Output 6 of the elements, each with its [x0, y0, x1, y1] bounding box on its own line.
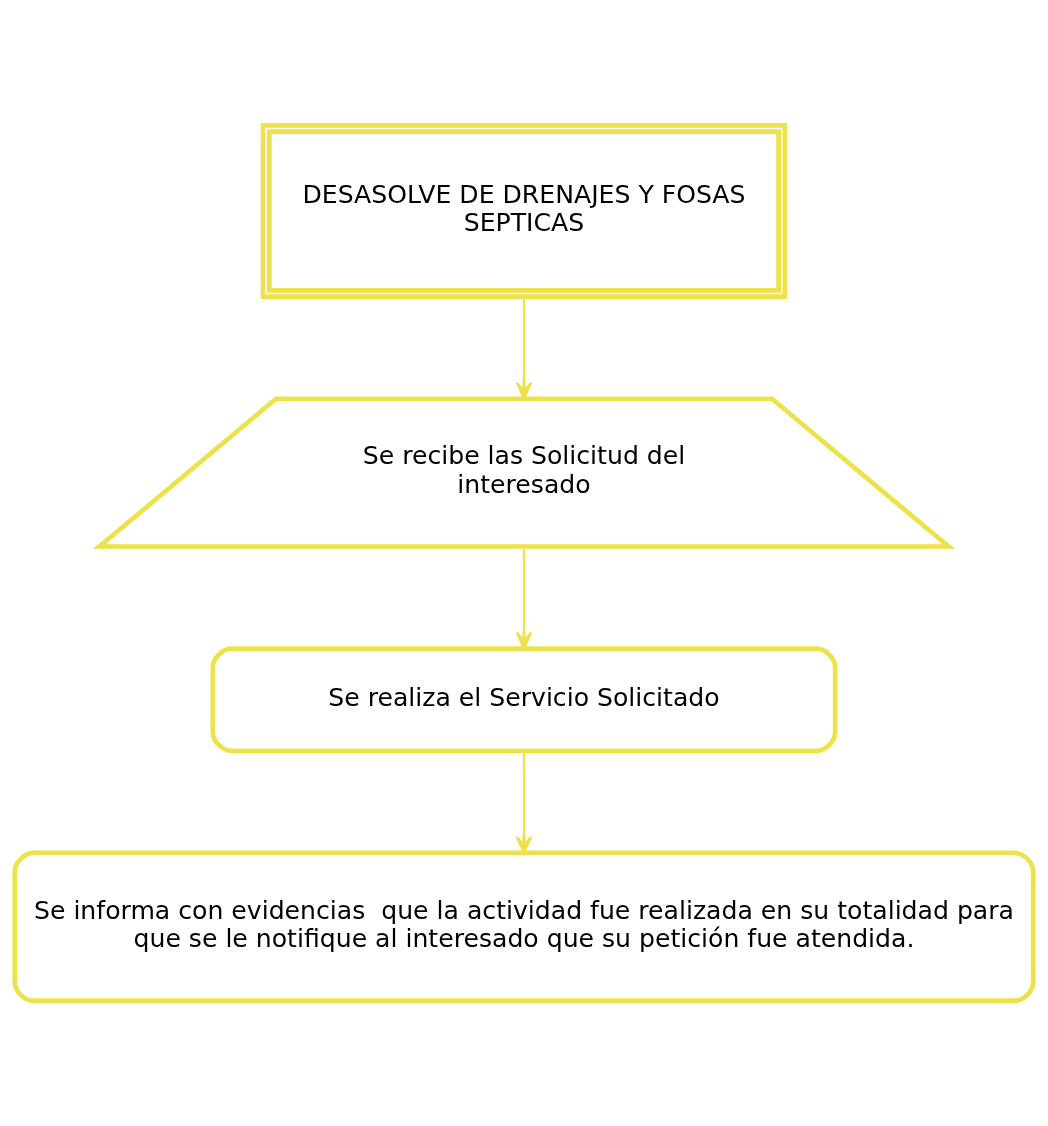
arrow	[515, 751, 533, 854]
node-box: DESASOLVE DE DRENAJES Y FOSAS SEPTICAS	[260, 122, 788, 299]
node-box: Se realiza el Servicio Solicitado	[210, 646, 838, 754]
arrow	[515, 297, 533, 400]
arrow	[515, 546, 533, 650]
node-box: Se informa con evidencias que la actividad fue realizada en su totalidad para que se le notifique al interesado que su petición fue atendida.	[12, 850, 1036, 1004]
